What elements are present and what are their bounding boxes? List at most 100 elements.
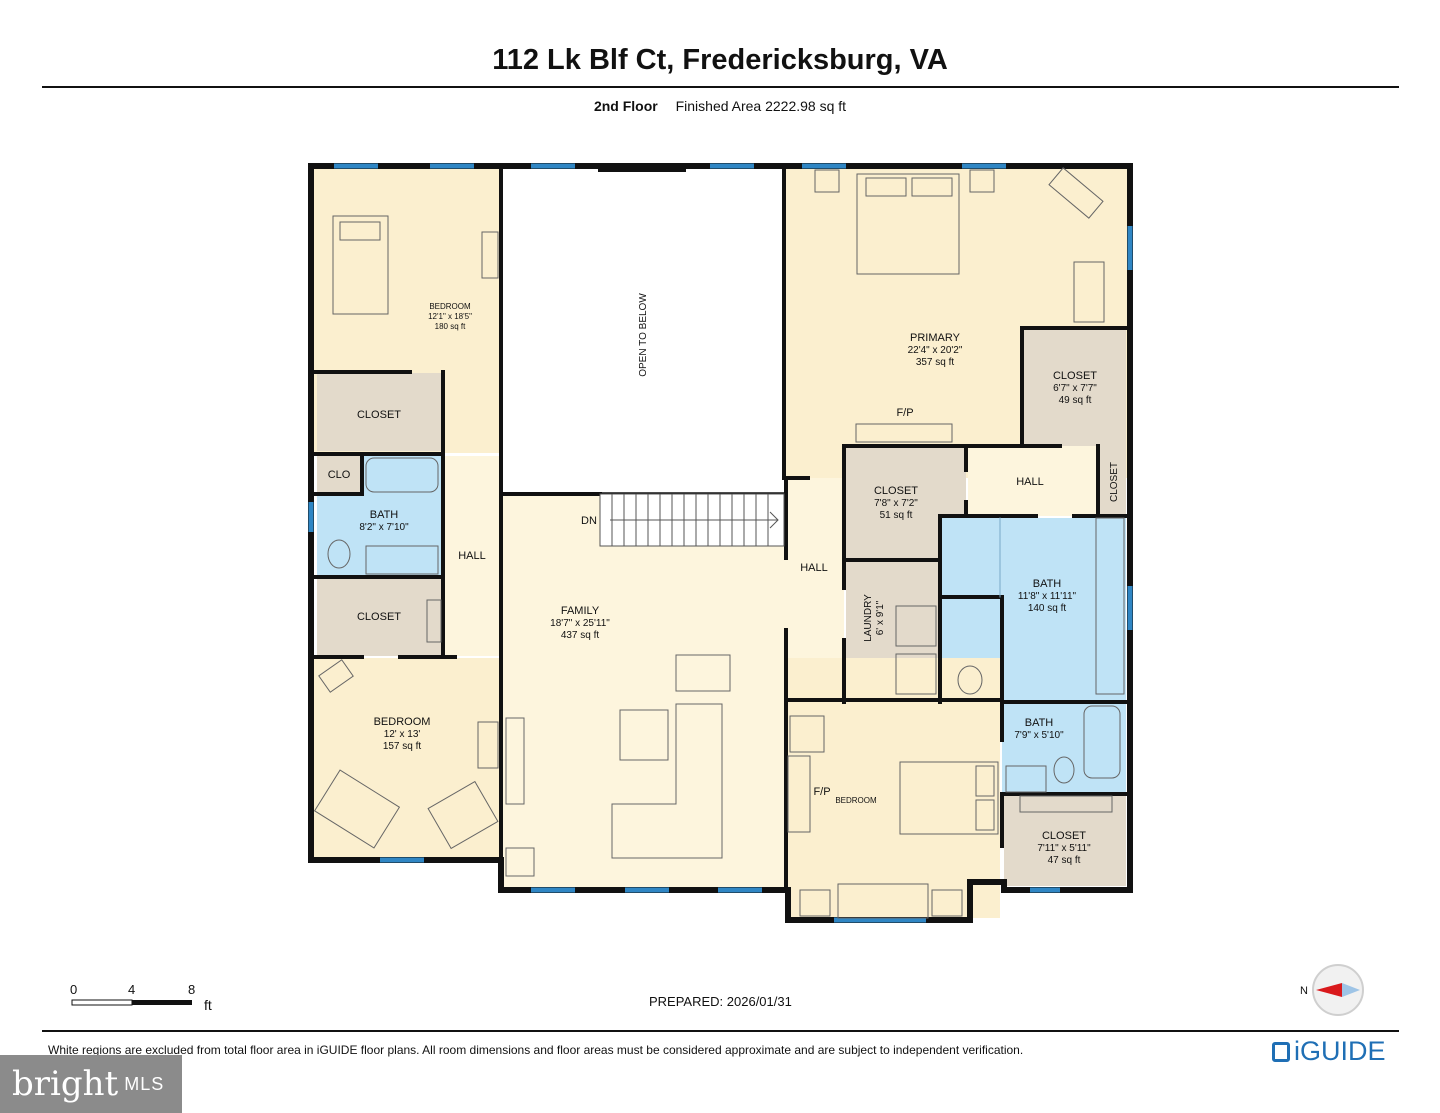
bath3-fill [1002,704,1126,794]
hall-mid-fill [784,478,844,658]
nightstand-icon [814,169,840,193]
room-name: BATH [1033,578,1062,590]
scale-bar: 0 4 8 ft [70,982,212,1013]
nightstand-icon [931,889,963,917]
watermark-sub: MLS [124,1073,165,1094]
scale-label: 0 [70,982,77,997]
room-name: DN [581,515,597,527]
toilet-icon [327,539,351,569]
room-name: BATH [370,509,399,521]
room-dims: 6' x 9'1" [875,600,886,635]
scale-label: 4 [128,982,135,997]
bed-icon [332,215,389,315]
desk-icon [1073,261,1105,323]
room-name: LAUNDRY [863,594,874,642]
room-area: 180 sq ft [435,322,466,331]
armchair-icon [675,654,731,692]
room-dims: 8'2" x 7'10" [359,522,409,533]
room-name: BEDROOM [429,302,471,311]
fireplace-icon [855,423,953,443]
queen-bed-icon [899,761,999,835]
side-table-icon [505,847,535,877]
closet-side-fill [1100,446,1126,516]
chair-icon [427,780,499,850]
desk-icon [477,721,499,769]
bright-mls-watermark: bright MLS [0,1055,182,1113]
room-name: OPEN TO BELOW [638,293,649,377]
room-area: 140 sq ft [1028,603,1067,614]
scale-segment [132,1000,192,1005]
room-name: HALL [800,562,828,574]
scale-segment [71,999,133,1006]
dryer-icon [895,653,937,695]
room-name: PRIMARY [910,332,961,344]
room-area: 437 sq ft [561,630,600,641]
room-name: CLOSET [1109,462,1120,502]
room-dims: 22'4" x 20'2" [908,345,963,356]
room-name: F/P [813,786,830,798]
room-labels: BEDROOM 12'1" x 18'5" 180 sq ft CLOSET C… [328,293,1120,866]
toilet-icon [957,665,983,695]
room-dims: 7'8" x 7'2" [874,498,918,509]
bedroom2-fill [313,658,501,858]
iguide-logo-text: iGUIDE [1294,1036,1386,1066]
room-area: 51 sq ft [880,510,913,521]
compass-north-label: N [1300,985,1308,997]
vanity-icon [365,545,439,575]
pillow-icon [339,221,381,241]
bench-icon [837,883,929,919]
iguide-logo: iGUIDE [1272,1036,1386,1067]
room-dims: 12'1" x 18'5" [428,312,472,321]
page-title: 112 Lk Blf Ct, Fredericksburg, VA [492,44,948,76]
room-dims: 11'8" x 11'11" [1018,591,1077,602]
media-console-icon [505,717,525,805]
chair-icon [313,769,401,849]
room-name: HALL [458,550,486,562]
clo-fill-top [317,456,361,494]
compass-needle-icon [1316,983,1342,997]
room-name: CLOSET [357,409,401,421]
walls [308,163,1133,923]
tub-icon [1083,705,1121,779]
closet-a-fill [317,373,441,451]
desk-icon [1048,167,1104,219]
scale-unit: ft [204,997,212,1013]
room-dims: 7'9" x 5'10" [1014,730,1064,741]
sofa-icon [611,703,723,859]
king-bed-icon [856,173,960,275]
room-name: FAMILY [561,605,600,617]
fireplace-icon [787,755,811,833]
room-area: 47 sq ft [1048,855,1081,866]
room-name: BATH [1025,717,1054,729]
room-name: BEDROOM [374,716,431,728]
closet-b-fill [317,578,443,656]
room-dims: 18'7" x 25'11" [550,618,610,629]
watermark-main: bright [12,1064,119,1104]
room-name: CLOSET [357,611,401,623]
floor-area: Finished Area 2222.98 sq ft [675,98,847,114]
tub-icon [365,457,439,493]
chair-icon [789,715,825,753]
nightstand-icon [969,169,995,193]
scale-label: 8 [188,982,195,997]
room-name: HALL [1016,476,1044,488]
toilet-icon [1053,756,1075,784]
dresser-icon [481,231,499,279]
washer-icon [895,605,937,647]
vanity-icon [1095,517,1125,695]
room-area: 157 sq ft [383,741,422,752]
shelf-icon [1019,795,1113,813]
pillow-icon [865,177,907,197]
title-divider [42,86,1399,88]
prepared-date: PREPARED: 2026/01/31 [649,994,792,1009]
nightstand-icon [799,889,831,917]
room-name: BEDROOM [835,796,877,805]
pillow-icon [975,765,995,797]
vanity-icon [1005,765,1047,793]
room-fills [313,168,1128,918]
iguide-logo-icon [1272,1041,1290,1062]
room-dims: 7'11" x 5'11" [1037,843,1091,854]
room-name: F/P [896,407,913,419]
room-name: CLO [328,469,351,481]
